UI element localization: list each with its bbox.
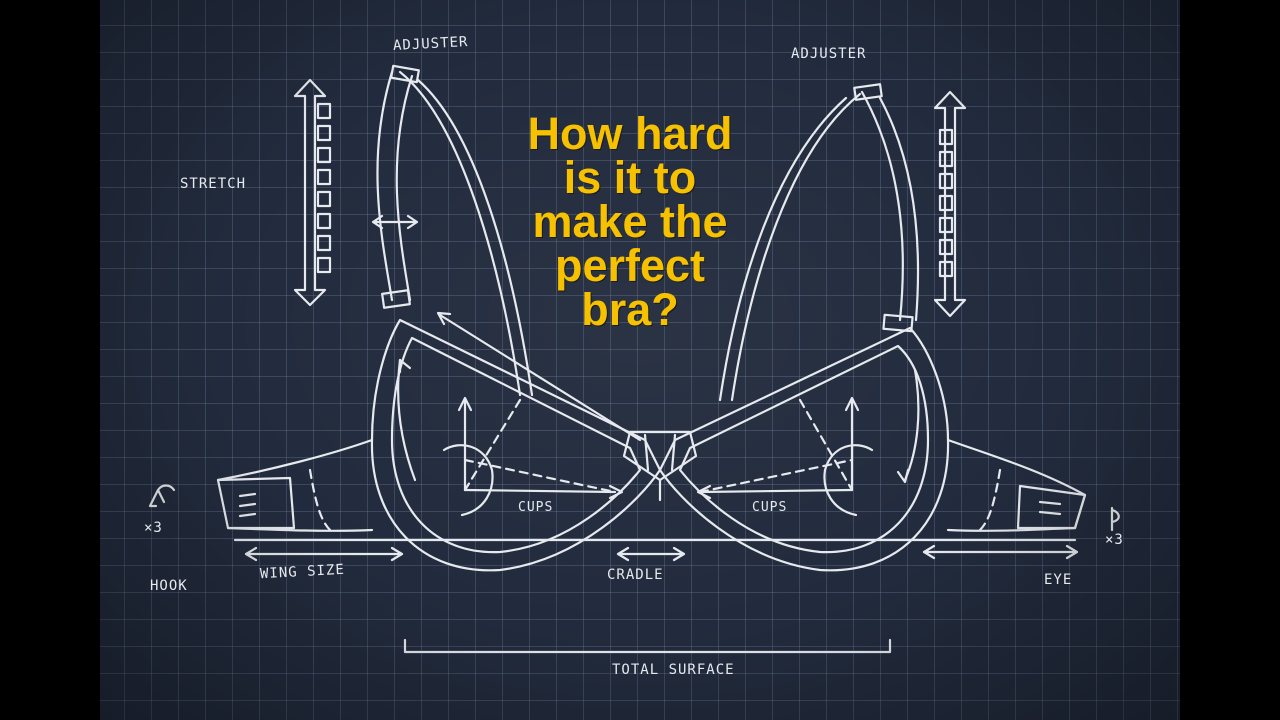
label-cradle: CRADLE [607, 567, 664, 583]
right-wing [946, 438, 1087, 532]
left-strap [376, 64, 534, 397]
strap-width-arrow [371, 214, 419, 230]
eye-icon [1110, 506, 1120, 532]
wing-size-arrow [244, 546, 404, 562]
stretch-arrow-right [933, 90, 967, 318]
blueprint-image: ADJUSTER ADJUSTER STRETCH CUPS CUPS ×3 H… [100, 0, 1180, 720]
headline-line-3: make the [532, 196, 728, 247]
label-eye: EYE [1044, 572, 1073, 588]
total-surface-bracket [403, 638, 892, 654]
label-eye-count: ×3 [1105, 532, 1124, 548]
headline-line-1: How hard [527, 108, 733, 159]
left-cup [370, 318, 662, 572]
right-strap [718, 83, 920, 402]
hook-icon [148, 484, 176, 508]
headline-line-5: bra? [581, 284, 679, 335]
headline-line-2: is it to [563, 152, 697, 203]
label-adjuster-right: ADJUSTER [791, 46, 867, 62]
headline: How hard is it to make the perfect bra? [460, 108, 800, 335]
right-cup [658, 326, 950, 572]
label-hook: HOOK [150, 578, 188, 594]
label-cups-right: CUPS [752, 500, 788, 515]
label-cups-left: CUPS [518, 500, 554, 515]
label-total-surface: TOTAL SURFACE [612, 662, 735, 678]
label-stretch: STRETCH [180, 176, 247, 192]
headline-line-4: perfect [554, 240, 706, 291]
diagonal-arrow [436, 311, 642, 442]
left-wing [216, 438, 374, 532]
eye-side-arrow [922, 544, 1079, 560]
bra-blueprint-drawing [148, 64, 1120, 654]
label-hook-count: ×3 [144, 520, 163, 536]
center-gore [622, 430, 698, 502]
cradle-arrow [616, 546, 686, 562]
stretch-arrow-left [293, 78, 332, 307]
